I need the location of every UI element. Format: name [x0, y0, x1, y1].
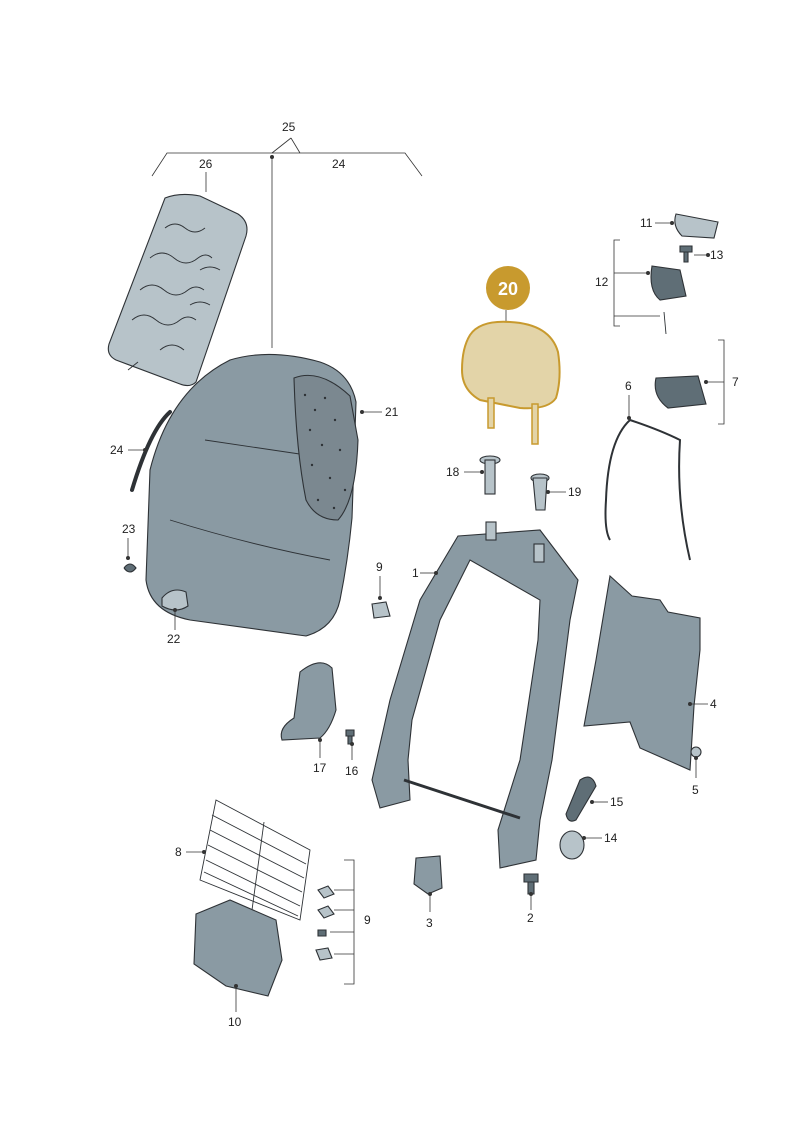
- callout-9-mid: 9: [376, 560, 383, 574]
- callout-19: 19: [568, 485, 582, 499]
- callout-24-top: 24: [332, 157, 346, 171]
- callout-22: 22: [167, 632, 181, 646]
- callout-21: 21: [385, 405, 399, 419]
- switch-pin: [663, 311, 667, 335]
- callout-5: 5: [692, 783, 699, 797]
- nut-5: [690, 746, 702, 758]
- highlight-badge: [486, 266, 530, 310]
- cable-6: [604, 419, 691, 561]
- callout-18: 18: [446, 465, 460, 479]
- clip-23: [123, 563, 137, 573]
- bracket-3: [413, 855, 443, 895]
- callout-9-lower: 9: [364, 913, 371, 927]
- backrest-frame-1: [371, 521, 579, 869]
- knob-14: [559, 830, 585, 860]
- callout-8: 8: [175, 845, 182, 859]
- callout-2: 2: [527, 911, 534, 925]
- screw-13: [679, 245, 693, 263]
- callout-11: 11: [640, 216, 653, 230]
- screw-16: [345, 729, 355, 745]
- callout-25: 25: [282, 120, 296, 134]
- callout-20: 20: [498, 279, 518, 299]
- module-7: [654, 375, 707, 409]
- callout-24-left: 24: [110, 443, 124, 457]
- side-trim-17: [280, 662, 337, 741]
- clip-22: [161, 589, 189, 611]
- callout-4: 4: [710, 697, 717, 711]
- switch-12: [650, 265, 687, 301]
- callout-3: 3: [426, 916, 433, 930]
- small-parts-9: [315, 859, 355, 985]
- callout-10: 10: [228, 1015, 242, 1029]
- clip-9-mid: [371, 601, 391, 619]
- backrest-cover-21: [145, 353, 359, 637]
- lumbar-basket-8: [199, 799, 311, 921]
- guide-sleeve-18: [479, 455, 501, 495]
- callout-7: 7: [732, 375, 739, 389]
- heating-mat-26: [107, 193, 248, 387]
- callout-26: 26: [199, 157, 213, 171]
- callout-1: 1: [412, 566, 419, 580]
- callout-14: 14: [604, 831, 618, 845]
- callout-12: 12: [595, 275, 609, 289]
- callout-23: 23: [122, 522, 136, 536]
- panel-4: [583, 574, 701, 771]
- rod-24: [130, 410, 172, 492]
- bracket-25: [151, 137, 423, 348]
- headrest-20: 20: [460, 266, 561, 445]
- bolt-2: [523, 873, 539, 895]
- guide-sleeve-19: [530, 473, 550, 511]
- callout-13: 13: [710, 248, 724, 262]
- callout-16: 16: [345, 764, 359, 778]
- lever-15: [565, 776, 597, 822]
- switch-cover-11: [674, 213, 719, 239]
- lumbar-plate-10: [193, 899, 283, 997]
- callout-17: 17: [313, 761, 327, 775]
- callout-6: 6: [625, 379, 632, 393]
- callout-15: 15: [610, 795, 624, 809]
